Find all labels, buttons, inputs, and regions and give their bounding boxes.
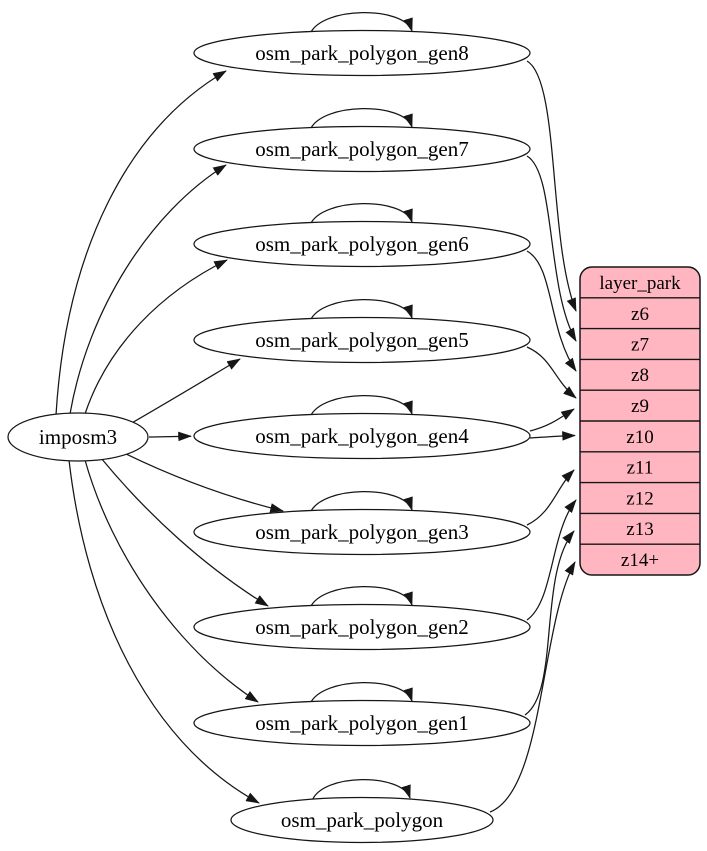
node-osm-park-polygon: osm_park_polygon: [230, 796, 494, 844]
gen1-ellipse: [193, 699, 531, 747]
edges-to-layer-park: [489, 60, 577, 813]
layer-row-z9: z9: [631, 396, 649, 417]
edge-gen3-z11: [526, 469, 575, 526]
edge-gen7-z7: [526, 155, 577, 342]
edge-imposm3-gen8: [55, 70, 227, 416]
layer-row-z8: z8: [631, 365, 649, 386]
gen2-ellipse: [193, 603, 531, 651]
gen8-label: osm_park_polygon_gen8: [255, 41, 468, 65]
edge-gen6-z8: [526, 250, 577, 372]
gen8-ellipse: [193, 29, 531, 77]
layer-row-z11: z11: [627, 458, 654, 479]
self-loop-polygon: [311, 779, 411, 802]
layer-row-z13: z13: [626, 519, 653, 540]
node-imposm3: imposm3: [7, 412, 149, 462]
layer-row-z14plus: z14+: [621, 550, 659, 571]
polygon-ellipse: [230, 796, 494, 844]
node-osm-park-polygon-gen6: osm_park_polygon_gen6: [193, 220, 531, 268]
edge-imposm3-gen6: [84, 259, 228, 415]
edge-gen1-z13: [524, 530, 575, 716]
gen7-label: osm_park_polygon_gen7: [255, 137, 468, 161]
edge-imposm3-gen1: [84, 459, 259, 703]
edge-gen4-z9: [529, 408, 575, 432]
gen7-ellipse: [193, 125, 531, 173]
gen5-label: osm_park_polygon_gen5: [255, 328, 468, 352]
self-loop-gen3: [309, 491, 413, 514]
self-loop-gen7: [309, 108, 413, 131]
gen6-ellipse: [193, 220, 531, 268]
gen5-ellipse: [193, 316, 531, 364]
edge-imposm3-gen2: [100, 457, 269, 607]
self-loop-gen5: [309, 299, 413, 322]
imposm3-label: imposm3: [39, 425, 117, 449]
self-loop-gen4: [309, 395, 413, 418]
node-osm-park-polygon-gen2: osm_park_polygon_gen2: [193, 603, 531, 651]
edge-imposm3-polygon: [68, 459, 260, 804]
edge-imposm3-gen3: [121, 451, 284, 513]
self-loop-gen8: [309, 12, 413, 35]
node-osm-park-polygon-gen3: osm_park_polygon_gen3: [193, 508, 531, 556]
gen2-label: osm_park_polygon_gen2: [255, 615, 468, 639]
node-osm-park-polygon-gen8: osm_park_polygon_gen8: [193, 29, 531, 77]
edge-imposm3-gen7: [69, 164, 227, 415]
edges-self-loops: [309, 12, 413, 802]
gen3-ellipse: [193, 508, 531, 556]
node-osm-park-polygon-gen5: osm_park_polygon_gen5: [193, 316, 531, 364]
self-loop-gen2: [309, 586, 413, 609]
gen6-label: osm_park_polygon_gen6: [255, 232, 468, 256]
imposm3-ellipse: [7, 412, 149, 462]
edge-imposm3-gen5: [129, 358, 241, 425]
node-osm-park-polygon-gen7: osm_park_polygon_gen7: [193, 125, 531, 173]
edge-gen4-z10: [529, 431, 576, 441]
layer-park-row-dividers: [580, 297, 700, 545]
self-loop-gen6: [309, 203, 413, 226]
edge-polygon-z14: [489, 561, 576, 813]
polygon-label: osm_park_polygon: [281, 808, 444, 832]
node-layer-park: layer_park z6 z7 z8 z9 z10 z11 z12 z13 z…: [579, 266, 701, 576]
edge-gen8-z6: [526, 60, 577, 312]
layer-row-z7: z7: [631, 335, 649, 356]
layer-row-z6: z6: [631, 304, 649, 325]
layer-row-z10: z10: [626, 427, 653, 448]
gen1-label: osm_park_polygon_gen1: [255, 711, 468, 735]
edge-gen2-z12: [526, 499, 577, 621]
layer-row-z12: z12: [626, 489, 653, 510]
edge-imposm3-gen4: [148, 431, 192, 442]
gen4-ellipse: [193, 412, 531, 460]
edges-from-imposm3: [55, 70, 284, 804]
node-osm-park-polygon-gen1: osm_park_polygon_gen1: [193, 699, 531, 747]
edge-gen5-z9: [526, 346, 577, 399]
self-loop-gen1: [309, 682, 413, 705]
gen4-label: osm_park_polygon_gen4: [255, 424, 469, 448]
gen3-label: osm_park_polygon_gen3: [255, 520, 468, 544]
layer-park-title: layer_park: [599, 273, 681, 294]
node-osm-park-polygon-gen4: osm_park_polygon_gen4: [193, 412, 531, 460]
